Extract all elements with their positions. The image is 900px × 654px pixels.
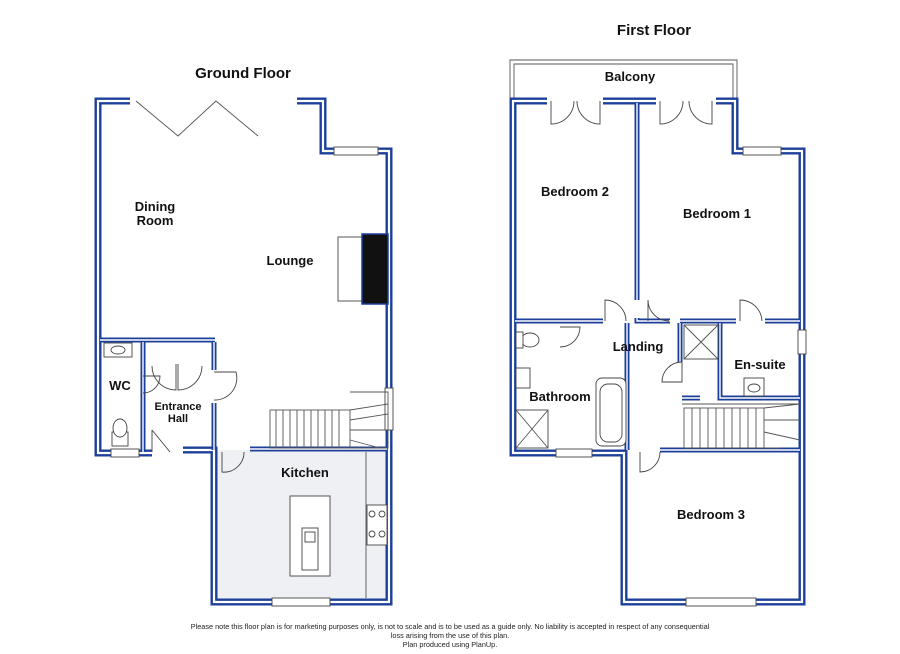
- wc-window: [110, 448, 140, 458]
- bedroom3-label: Bedroom 3: [677, 507, 745, 522]
- first-floor: First Floor Balcony Bedroom 2 Bedroom 1 …: [509, 22, 807, 607]
- hob: [366, 504, 388, 546]
- ground-partitions: [100, 337, 387, 452]
- bedroom3-door: [639, 451, 661, 473]
- first-floor-title: First Floor: [617, 22, 691, 39]
- wc-toilet: [112, 418, 128, 438]
- ground-stairs: [269, 391, 389, 449]
- first-stairs: [682, 403, 801, 449]
- dining-room-label-line2: Room: [137, 213, 174, 228]
- bedroom2-label: Bedroom 2: [541, 184, 609, 199]
- kitchen-window: [271, 597, 331, 607]
- bedroom2-door: [604, 299, 627, 322]
- bedroom1-door: [647, 299, 670, 322]
- bathroom-basin: [515, 367, 531, 389]
- hall-double-door: [151, 364, 203, 391]
- kitchen-label: Kitchen: [281, 465, 329, 480]
- hob-ring: [368, 510, 376, 518]
- wc-basin-bowl: [110, 345, 126, 355]
- disclaimer-footer: Please note this floor plan is for marke…: [0, 622, 900, 649]
- disclaimer-line2: loss arising from the use of this plan.: [390, 631, 510, 640]
- ground-floor-title: Ground Floor: [195, 65, 291, 82]
- fireplace-hearth: [337, 236, 363, 302]
- ensuite-label: En-suite: [734, 357, 785, 372]
- fireplace: [361, 233, 389, 305]
- landing-label: Landing: [613, 339, 664, 354]
- bedroom3-window: [685, 597, 757, 607]
- kitchen-sink-bowl: [304, 531, 316, 543]
- bathroom-door: [559, 326, 581, 348]
- planup-credit: Plan produced using PlanUp.: [402, 640, 498, 649]
- entrance-hall-label: Entrance: [154, 401, 201, 413]
- hall-door: [213, 371, 238, 401]
- bathroom-window: [555, 448, 593, 458]
- bifold-doors: [135, 100, 259, 137]
- hob-ring: [368, 530, 376, 538]
- wc-label: WC: [109, 378, 131, 393]
- kitchen-door: [221, 451, 245, 473]
- ground-floor: Ground Floor Dining Room Lounge WC Entra…: [94, 65, 394, 607]
- ensuite-window: [797, 329, 807, 355]
- first-partitions: [515, 103, 800, 453]
- ensuite-door: [739, 299, 763, 322]
- bedroom1-french-door: [659, 100, 713, 125]
- wc-door: [142, 375, 161, 394]
- front-door: [151, 429, 171, 453]
- bathroom-toilet: [520, 332, 540, 348]
- bedroom1-window: [742, 146, 782, 156]
- balcony-label: Balcony: [605, 69, 656, 84]
- bathtub-inner: [599, 383, 623, 443]
- lounge-window: [333, 146, 379, 156]
- hob-ring: [378, 510, 386, 518]
- bedroom2-french-door: [550, 100, 601, 125]
- kitchen-units: [289, 452, 388, 598]
- disclaimer-line1: Please note this floor plan is for marke…: [190, 622, 710, 631]
- entrance-hall-label-line2: Hall: [168, 413, 188, 425]
- dining-room-label: Dining: [135, 199, 175, 214]
- bedroom1-label: Bedroom 1: [683, 206, 751, 221]
- lounge-label: Lounge: [267, 253, 314, 268]
- balcony-rail: [509, 59, 738, 99]
- ensuite-basin-bowl: [747, 383, 761, 393]
- hob-ring: [378, 530, 386, 538]
- stair-window: [384, 387, 394, 431]
- bathroom-cistern: [515, 331, 524, 349]
- cupboard-door: [661, 361, 683, 383]
- bathroom-label: Bathroom: [529, 389, 590, 404]
